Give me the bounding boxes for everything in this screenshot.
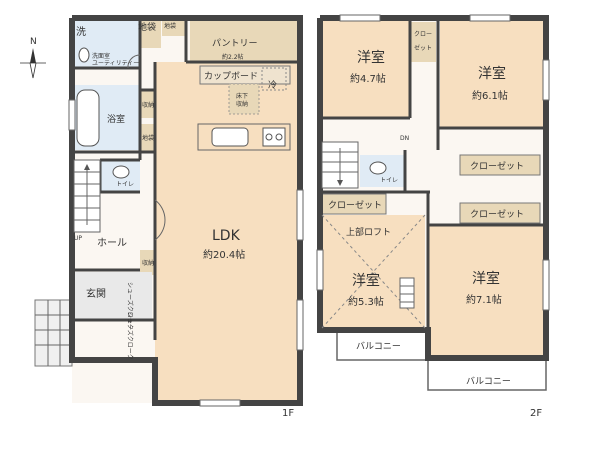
- closet-a-label: クローゼット: [470, 160, 524, 172]
- room-se-area-label: 約7.1帖: [466, 293, 502, 306]
- closet-1-label: 収納: [142, 101, 154, 109]
- closet-2-label: 収納: [142, 259, 154, 267]
- washroom-label-1: 洗面室: [92, 52, 110, 60]
- room-ne-label: 洋室: [478, 65, 506, 82]
- balcony-1-label: バルコニー: [356, 341, 401, 352]
- closet-c-floor: [459, 202, 541, 224]
- stove-icon: [262, 127, 286, 147]
- room-nw-area-label: 約4.7帖: [350, 72, 386, 85]
- wash-label: 洗: [76, 26, 86, 38]
- room-nw-floor: [320, 18, 410, 118]
- ldk-floor: [155, 62, 300, 402]
- storage-b-label: 地袋: [164, 22, 176, 30]
- kitchen-island: [197, 123, 291, 151]
- storage-c-label: 地袋: [142, 134, 154, 142]
- pantry-floor: [190, 18, 300, 64]
- underfloor-label-2: 収納: [236, 100, 248, 108]
- loft-area: [321, 214, 426, 329]
- closet-a-floor: [459, 154, 541, 176]
- bathtub-icon: [76, 89, 100, 147]
- storage-c-floor: [140, 124, 155, 152]
- entrance-floor: [72, 272, 152, 320]
- up-label: UP: [74, 235, 82, 242]
- window-ldk-south: [199, 399, 241, 407]
- room-nw-label: 洋室: [357, 49, 385, 66]
- closet-small-label-1: クロー: [414, 31, 432, 38]
- room-sw-area-label: 約5.3帖: [348, 295, 384, 308]
- window-se-east: [542, 259, 550, 311]
- toilet-1f-icon: [112, 165, 130, 179]
- window-ne-east: [542, 59, 550, 101]
- closet-small-floor: [410, 22, 436, 62]
- window-sw-west: [316, 249, 324, 291]
- ldk-label: LDK: [212, 228, 241, 244]
- sink-icon: [211, 127, 249, 147]
- floor-2f-label: 2F: [530, 408, 542, 419]
- window-bath: [68, 99, 76, 131]
- porch: [34, 299, 73, 367]
- shoe-closet-1-label: シューズクローク: [126, 282, 134, 330]
- room-ne-floor: [440, 18, 546, 128]
- floor-2f-outer-wall: [317, 15, 549, 361]
- porch-tiles: [35, 300, 72, 366]
- window-ne-north: [469, 14, 511, 22]
- storage-a-label: 地袋: [138, 21, 156, 33]
- balcony-2-label: バルコニー: [466, 376, 511, 387]
- door-washroom: [127, 54, 141, 69]
- ldk-area-label: 約20.4帖: [203, 248, 245, 261]
- shoe-closet-2-label: シューズクローク: [126, 312, 134, 360]
- stairs-1f: [73, 159, 101, 233]
- compass-north-label: N: [30, 37, 37, 47]
- bath-label: 浴室: [107, 113, 125, 125]
- closet-2-floor: [140, 250, 155, 275]
- washroom-label-2: ユーティリティー: [92, 60, 139, 67]
- closet-small-label-2: ゼット: [414, 44, 432, 52]
- pantry-label: パントリー: [212, 38, 257, 49]
- window-ldk-east: [296, 189, 304, 241]
- room-ne-area-label: 約6.1帖: [472, 89, 508, 102]
- closet-1-floor: [140, 90, 155, 118]
- door-ldk: [154, 199, 166, 241]
- floor-1f-outer-wall: [69, 15, 303, 406]
- window-ldk-east-2: [296, 299, 304, 351]
- room-se-floor: [428, 225, 546, 355]
- loft-label: 上部ロフト: [346, 226, 391, 238]
- fridge-label: 冷: [268, 79, 277, 91]
- toilet-1f-label: トイレ: [116, 181, 134, 188]
- entrance-label: 玄関: [86, 287, 106, 300]
- underfloor-label-1: 床下: [236, 92, 248, 100]
- stairs-2f: [321, 141, 359, 189]
- floor-2f: 洋室 約4.7帖 クロー ゼット 洋室 約6.1帖 DN クローゼット トイレ …: [316, 14, 550, 419]
- hall-label: ホール: [97, 237, 127, 249]
- compass-icon: N: [20, 37, 46, 79]
- toilet-2f-icon: [369, 161, 387, 175]
- storage-b-floor: [162, 18, 186, 36]
- fridge-space: [261, 67, 287, 91]
- dn-label: DN: [400, 135, 409, 142]
- ladder-icon: [399, 277, 415, 309]
- room-se-label: 洋室: [472, 270, 500, 287]
- floor-1f: 洗 洗面室 ユーティリティー 地袋 地袋 パントリー 約2.2帖 カップボード …: [34, 15, 304, 419]
- window-nw-north: [339, 14, 381, 22]
- pantry-area-label: 約2.2帖: [222, 53, 244, 61]
- closet-c-label: クローゼット: [470, 208, 524, 220]
- room-sw-label: 洋室: [352, 272, 380, 289]
- underfloor-storage: [228, 83, 260, 115]
- toilet-2f-label: トイレ: [380, 177, 398, 184]
- balcony-1: [336, 329, 428, 361]
- washbasin-icon: [78, 47, 90, 63]
- closet-b-label: クローゼット: [328, 199, 382, 211]
- balcony-2: [427, 359, 547, 391]
- floor-1f-label: 1F: [282, 408, 294, 419]
- cupboard-label: カップボード: [204, 71, 258, 82]
